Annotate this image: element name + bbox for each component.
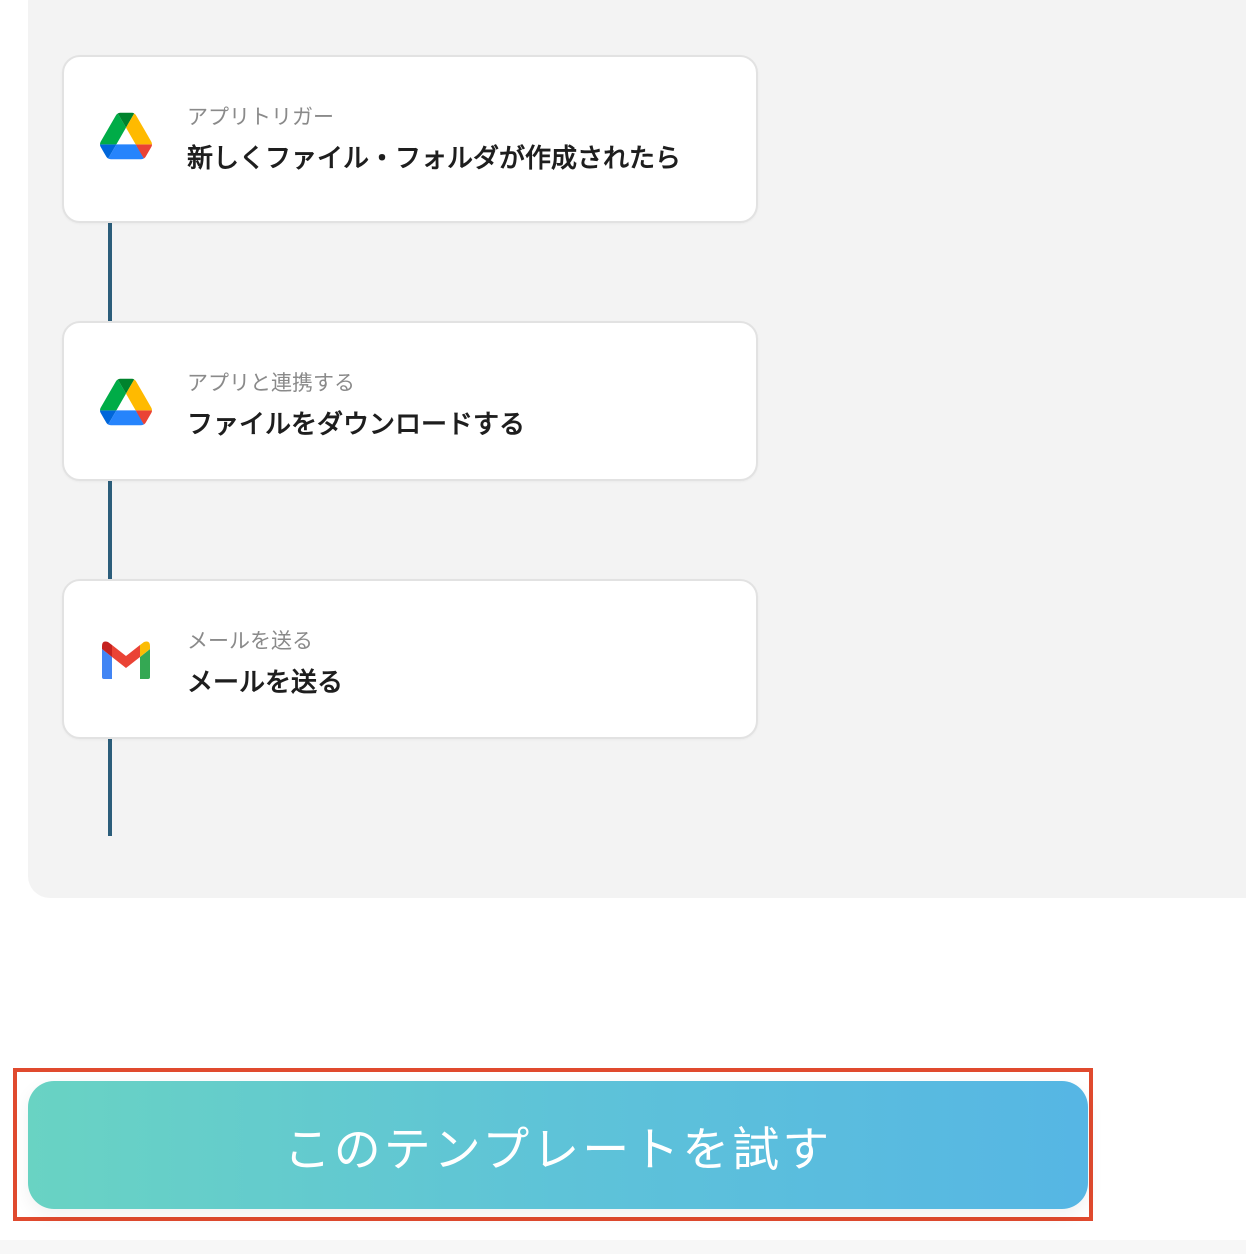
step-title: ファイルをダウンロードする xyxy=(187,410,526,440)
flow-step-send-mail[interactable]: メールを送る メールを送る xyxy=(62,579,758,739)
flow-step-download[interactable]: アプリと連携する ファイルをダウンロードする xyxy=(62,321,758,481)
google-drive-icon xyxy=(100,378,152,426)
gmail-icon xyxy=(100,639,152,687)
step-subtitle: アプリと連携する xyxy=(187,371,355,395)
flow-connector xyxy=(108,222,112,322)
step-title: メールを送る xyxy=(187,668,344,698)
flow-step-trigger[interactable]: アプリトリガー 新しくファイル・フォルダが作成されたら xyxy=(62,55,758,223)
page-footer-strip xyxy=(0,1240,1246,1254)
flow-connector xyxy=(108,738,112,836)
step-title: 新しくファイル・フォルダが作成されたら xyxy=(187,144,682,174)
step-subtitle: アプリトリガー xyxy=(187,105,334,129)
highlight-frame xyxy=(13,1068,1093,1221)
google-drive-icon xyxy=(100,112,152,160)
flow-connector xyxy=(108,480,112,580)
try-template-button[interactable]: このテンプレートを試す xyxy=(28,1081,1088,1209)
step-subtitle: メールを送る xyxy=(187,629,313,653)
